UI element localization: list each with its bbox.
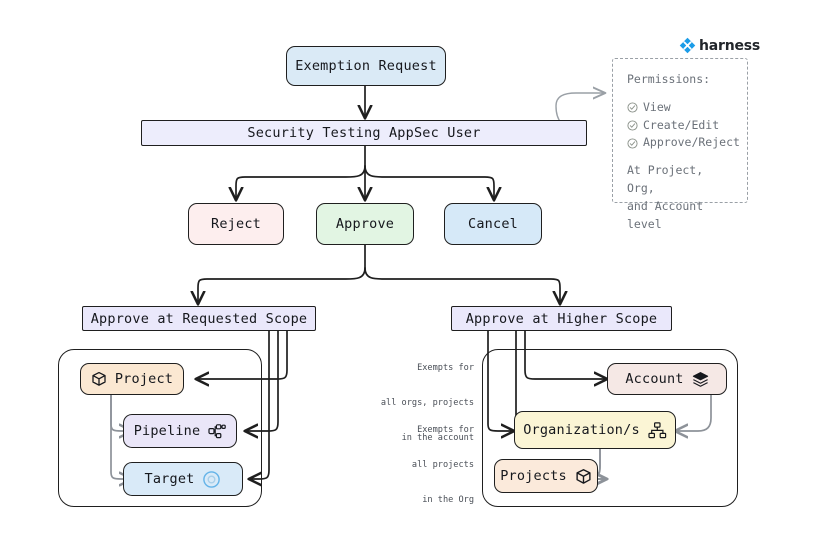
permission-label: View <box>643 99 671 114</box>
node-action-cancel[interactable]: Cancel <box>444 203 542 245</box>
org-hierarchy-icon <box>648 421 667 439</box>
node-target[interactable]: Target <box>123 462 243 496</box>
node-label: Project <box>114 371 174 387</box>
harness-logo: harness <box>679 37 760 54</box>
check-circle-icon <box>627 138 638 149</box>
node-label: Approve at Requested Scope <box>90 310 308 327</box>
node-projects[interactable]: Projects <box>494 459 598 493</box>
permission-label: Approve/Reject <box>643 135 740 150</box>
node-approve-requested-scope[interactable]: Approve at Requested Scope <box>82 306 316 331</box>
node-appsec-user[interactable]: Security Testing AppSec User <box>141 120 587 146</box>
edge-label-line: in the Org <box>422 494 474 505</box>
edge-label-org-exempt: Exempts for all projects in the Org <box>358 402 474 530</box>
harness-logo-text: harness <box>699 37 761 54</box>
node-label: Exemption Request <box>295 58 437 74</box>
permission-item-create-edit: Create/Edit <box>627 117 735 135</box>
higher-scope-panel <box>482 349 738 507</box>
node-label: Projects <box>500 468 567 484</box>
check-circle-icon <box>627 120 638 131</box>
permissions-callout: Permissions: View Create/Edit <box>612 58 748 231</box>
requested-scope-panel <box>58 349 262 507</box>
node-label: Target <box>144 471 195 487</box>
edge-label-line: Exempts for <box>417 425 474 436</box>
node-label: Cancel <box>468 216 518 232</box>
cube-icon <box>91 371 107 387</box>
node-label: Reject <box>211 216 261 232</box>
target-circle-icon <box>202 470 221 489</box>
node-organizations[interactable]: Organization/s <box>514 411 676 449</box>
node-account[interactable]: Account <box>607 363 727 395</box>
permission-item-approve-reject: Approve/Reject <box>627 134 740 152</box>
edge-label-line: in the account <box>401 432 474 443</box>
edge-label-line: all projects <box>411 459 474 470</box>
node-label: Account <box>625 371 684 387</box>
permissions-scope-note-line1: At Project, Org, <box>627 163 704 196</box>
node-project[interactable]: Project <box>80 363 184 395</box>
check-circle-icon <box>627 102 638 113</box>
node-label: Approve <box>335 216 395 232</box>
edge-label-account-exempt: Exempts for all orgs, projects in the ac… <box>358 340 474 468</box>
node-label: Approve at Higher Scope <box>465 310 658 327</box>
edge-label-line: Exempts for <box>417 363 474 374</box>
edge-label-line: all orgs, projects <box>380 397 474 408</box>
permission-item-view: View <box>627 99 735 117</box>
layers-icon <box>692 371 709 388</box>
permission-label: Create/Edit <box>643 117 720 132</box>
node-action-approve[interactable]: Approve <box>316 203 414 245</box>
node-approve-higher-scope[interactable]: Approve at Higher Scope <box>451 306 672 331</box>
pipeline-nodes-icon <box>208 423 227 439</box>
harness-diamond-logo-icon <box>679 37 696 54</box>
node-label: Pipeline <box>133 423 201 439</box>
node-action-reject[interactable]: Reject <box>188 203 284 245</box>
node-pipeline[interactable]: Pipeline <box>123 414 237 448</box>
node-label: Organization/s <box>523 422 640 438</box>
permissions-scope-note-line2: and Account level <box>627 198 704 231</box>
node-exemption-request[interactable]: Exemption Request <box>286 46 446 86</box>
cube-icon <box>575 468 592 485</box>
node-label: Security Testing AppSec User <box>247 125 481 141</box>
permissions-title: Permissions: <box>627 72 711 86</box>
